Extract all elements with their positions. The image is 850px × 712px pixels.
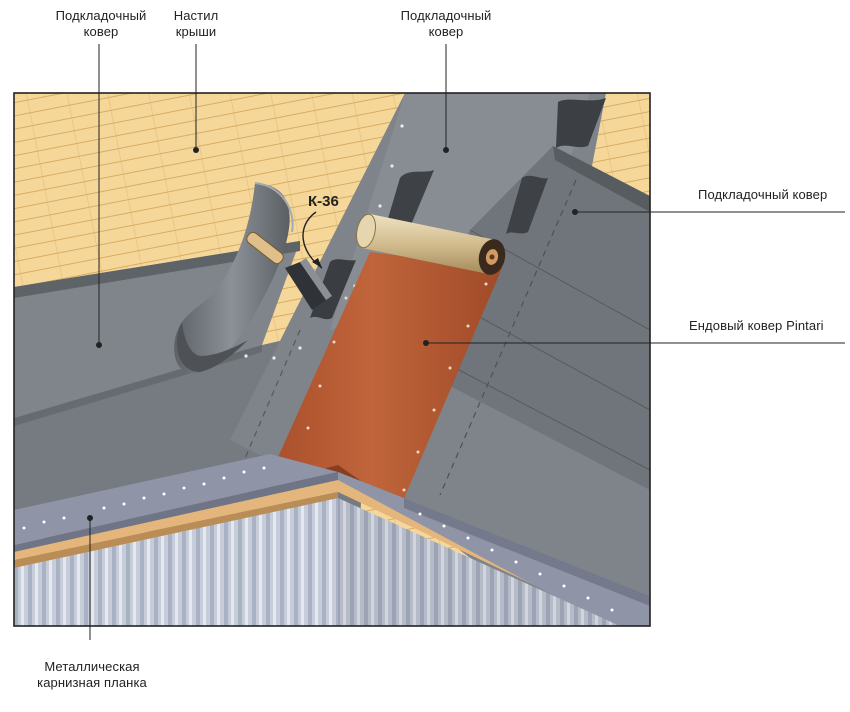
label-underlay-right: Подкладочный ковер bbox=[698, 187, 828, 202]
diagram-frame bbox=[13, 92, 651, 627]
label-underlay-left: Подкладочный ковер bbox=[55, 8, 147, 39]
sealant-mark: К-36 bbox=[308, 193, 339, 210]
wall-left bbox=[14, 498, 338, 626]
fascia-left bbox=[14, 478, 338, 560]
label-roof-deck: Настил крыши bbox=[173, 8, 219, 39]
right-lapped-underlay bbox=[410, 146, 650, 490]
valley-membrane bbox=[266, 252, 502, 508]
label-underlay-top: Подкладочный ковер bbox=[400, 8, 492, 39]
label-valley-membrane: Ендовый ковер Pintari bbox=[689, 318, 824, 333]
eave-strip-left bbox=[14, 454, 338, 545]
membrane-roll bbox=[356, 213, 506, 275]
label-eave-strip: Металлическая карнизная планка bbox=[37, 659, 147, 690]
wall-right bbox=[338, 498, 620, 626]
leader-lines bbox=[87, 44, 845, 640]
curled-underlay-roll bbox=[174, 183, 290, 374]
sealant-spatula bbox=[246, 231, 332, 310]
